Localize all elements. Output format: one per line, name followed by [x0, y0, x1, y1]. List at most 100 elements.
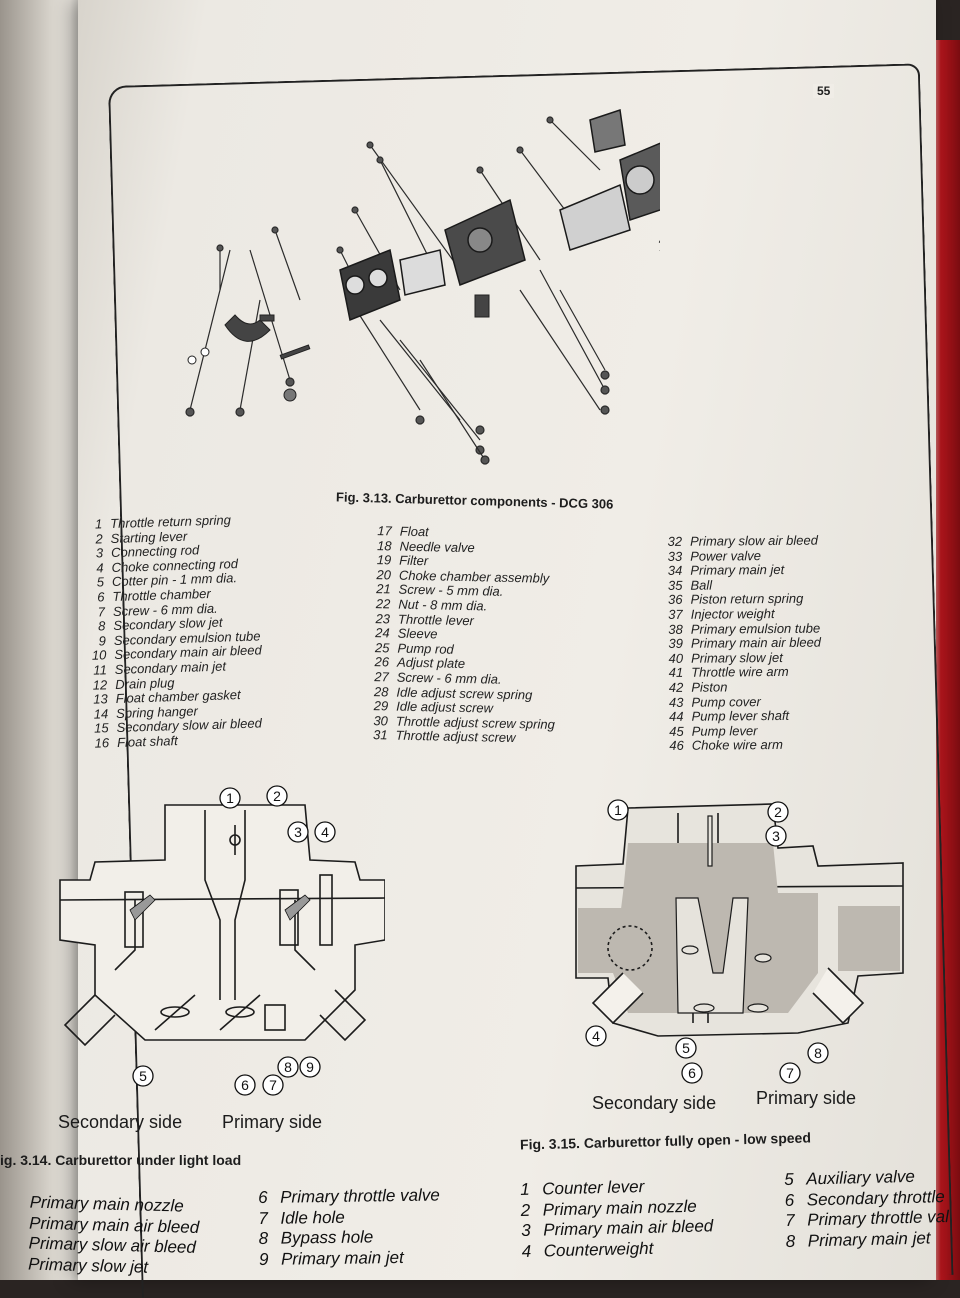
legend-item-text: Counterweight [543, 1238, 654, 1260]
legend-item-number: 1 [94, 516, 103, 532]
legend-item-text: Ball [690, 577, 713, 593]
callout-7: 7 [786, 1065, 794, 1081]
legend-item: 9 Primary main jet [259, 1247, 441, 1270]
callout-2: 2 [273, 788, 281, 804]
legend-item-number: 19 [376, 552, 392, 568]
callout-9: 9 [306, 1059, 314, 1075]
legend-item-text: Float [399, 523, 429, 540]
legend-item: 6 Primary throttle valve [258, 1185, 440, 1208]
legend-item-text: Pump lever shaft [691, 708, 790, 724]
legend-item-text: Primary main jet [807, 1227, 931, 1250]
legend-item-text: Bypass hole [280, 1227, 374, 1248]
fig-3-14-legend-right: 6 Primary throttle valve 7 Idle hole 8 Bypass… [258, 1185, 441, 1270]
legend-item-number: 27 [374, 669, 389, 685]
page-number: 55 [813, 84, 835, 98]
legend-item-number: 22 [375, 596, 391, 612]
callout-6: 6 [688, 1065, 696, 1081]
callout-7: 7 [269, 1077, 277, 1093]
callout-1: 1 [614, 802, 622, 818]
callout-8: 8 [814, 1045, 822, 1061]
legend-item-number: 4 [521, 1241, 532, 1261]
legend-item-number: 7 [785, 1210, 795, 1230]
legend-item-text: Throttle wire arm [691, 664, 789, 681]
legend-item: 8 Primary main jet [786, 1227, 950, 1251]
callout-3: 3 [772, 828, 780, 844]
legend-item-number: 7 [258, 1208, 269, 1228]
legend-item-text: Primary slow jet [27, 1254, 149, 1277]
legend-item-text: Throttle adjust screw [395, 727, 516, 746]
fig-3-15-secondary-side-label: Secondary side [592, 1093, 717, 1113]
fig-3-15-primary-side-label: Primary side [756, 1088, 857, 1108]
legend-item-number: 46 [669, 738, 684, 754]
exploded-parts-diagram [185, 109, 660, 465]
legend-item-number: 6 [97, 589, 105, 605]
legend-item-number [6, 1253, 29, 1274]
legend-item-text: Piston [691, 679, 728, 695]
legend-item: 46 Choke wire arm [662, 737, 822, 754]
legend-item-number: 32 [667, 533, 683, 549]
legend-item-number: 17 [377, 523, 393, 539]
legend-item-number: 16 [94, 735, 110, 751]
legend-item-number: 3 [95, 545, 104, 561]
legend-item-number: 8 [97, 618, 106, 634]
legend-item-number: 40 [668, 650, 684, 666]
legend-item-number: 8 [258, 1228, 269, 1248]
legend-item-text: Primary main air bleed [542, 1216, 714, 1240]
legend-item-number: 5 [784, 1169, 794, 1189]
legend-item-text: Choke wire arm [691, 737, 783, 754]
legend-item-number: 26 [374, 654, 390, 670]
legend-item-text: Idle hole [280, 1207, 345, 1228]
fig-3-15-schematic: 1 2 3 4 5 6 7 8 [575, 799, 904, 1084]
legend-item-number [6, 1233, 29, 1254]
legend-item-number: 42 [668, 679, 684, 695]
callout-6: 6 [241, 1077, 249, 1093]
legend-item: 7 Idle hole [258, 1206, 440, 1229]
legend-item-number: 37 [668, 606, 683, 622]
callout-3: 3 [294, 824, 302, 840]
legend-item-text: Primary throttle valve [279, 1185, 440, 1207]
legend-item-number: 6 [258, 1187, 268, 1207]
legend-item-text: Counter lever [541, 1176, 645, 1199]
fig-3-14-caption: ig. 3.14. Carburettor under light load [0, 1152, 242, 1168]
legend-item-number: 8 [785, 1231, 796, 1251]
callout-4: 4 [592, 1028, 600, 1044]
legend-item-number: 43 [668, 694, 684, 710]
legend-item: 8 Bypass hole [259, 1226, 441, 1249]
legend-item-number: 29 [373, 698, 389, 714]
legend-item-number: 45 [669, 723, 684, 739]
legend-item-number: 36 [668, 592, 683, 608]
legend-item-text: Float shaft [116, 732, 178, 750]
legend-item: 41 Throttle wire arm [661, 664, 821, 681]
legend-item-number: 11 [93, 662, 108, 678]
legend-item-text: Injector weight [690, 605, 775, 622]
legend-item-number [7, 1192, 30, 1213]
legend-item-text: Primary main jet [690, 562, 785, 578]
legend-item-number: 34 [667, 562, 683, 579]
callout-2: 2 [774, 804, 782, 820]
legend-item-number: 3 [521, 1220, 531, 1240]
callout-5: 5 [139, 1068, 147, 1084]
legend-item-number: 44 [669, 708, 684, 725]
legend-item-number: 9 [258, 1249, 269, 1269]
callout-1: 1 [226, 790, 234, 806]
legend-item-number: 2 [520, 1200, 531, 1220]
fig-3-14-schematic: 1 2 3 4 5 6 7 8 9 [59, 785, 385, 1096]
legend-item-number: 41 [668, 665, 684, 681]
fig-3-14-primary-side-label: Primary side [222, 1112, 323, 1132]
legend-item-number: 39 [668, 635, 684, 652]
legend-item-text: Primary main jet [280, 1247, 404, 1269]
legend-item-number [7, 1212, 30, 1233]
callout-8: 8 [284, 1059, 292, 1075]
legend-item-number: 13 [92, 691, 108, 707]
callout-5: 5 [682, 1040, 690, 1056]
legend-item-number: 6 [784, 1190, 795, 1210]
fig-3-14-secondary-side-label: Secondary side [58, 1112, 183, 1132]
legend-item-text: Primary main air bleed [690, 634, 822, 651]
